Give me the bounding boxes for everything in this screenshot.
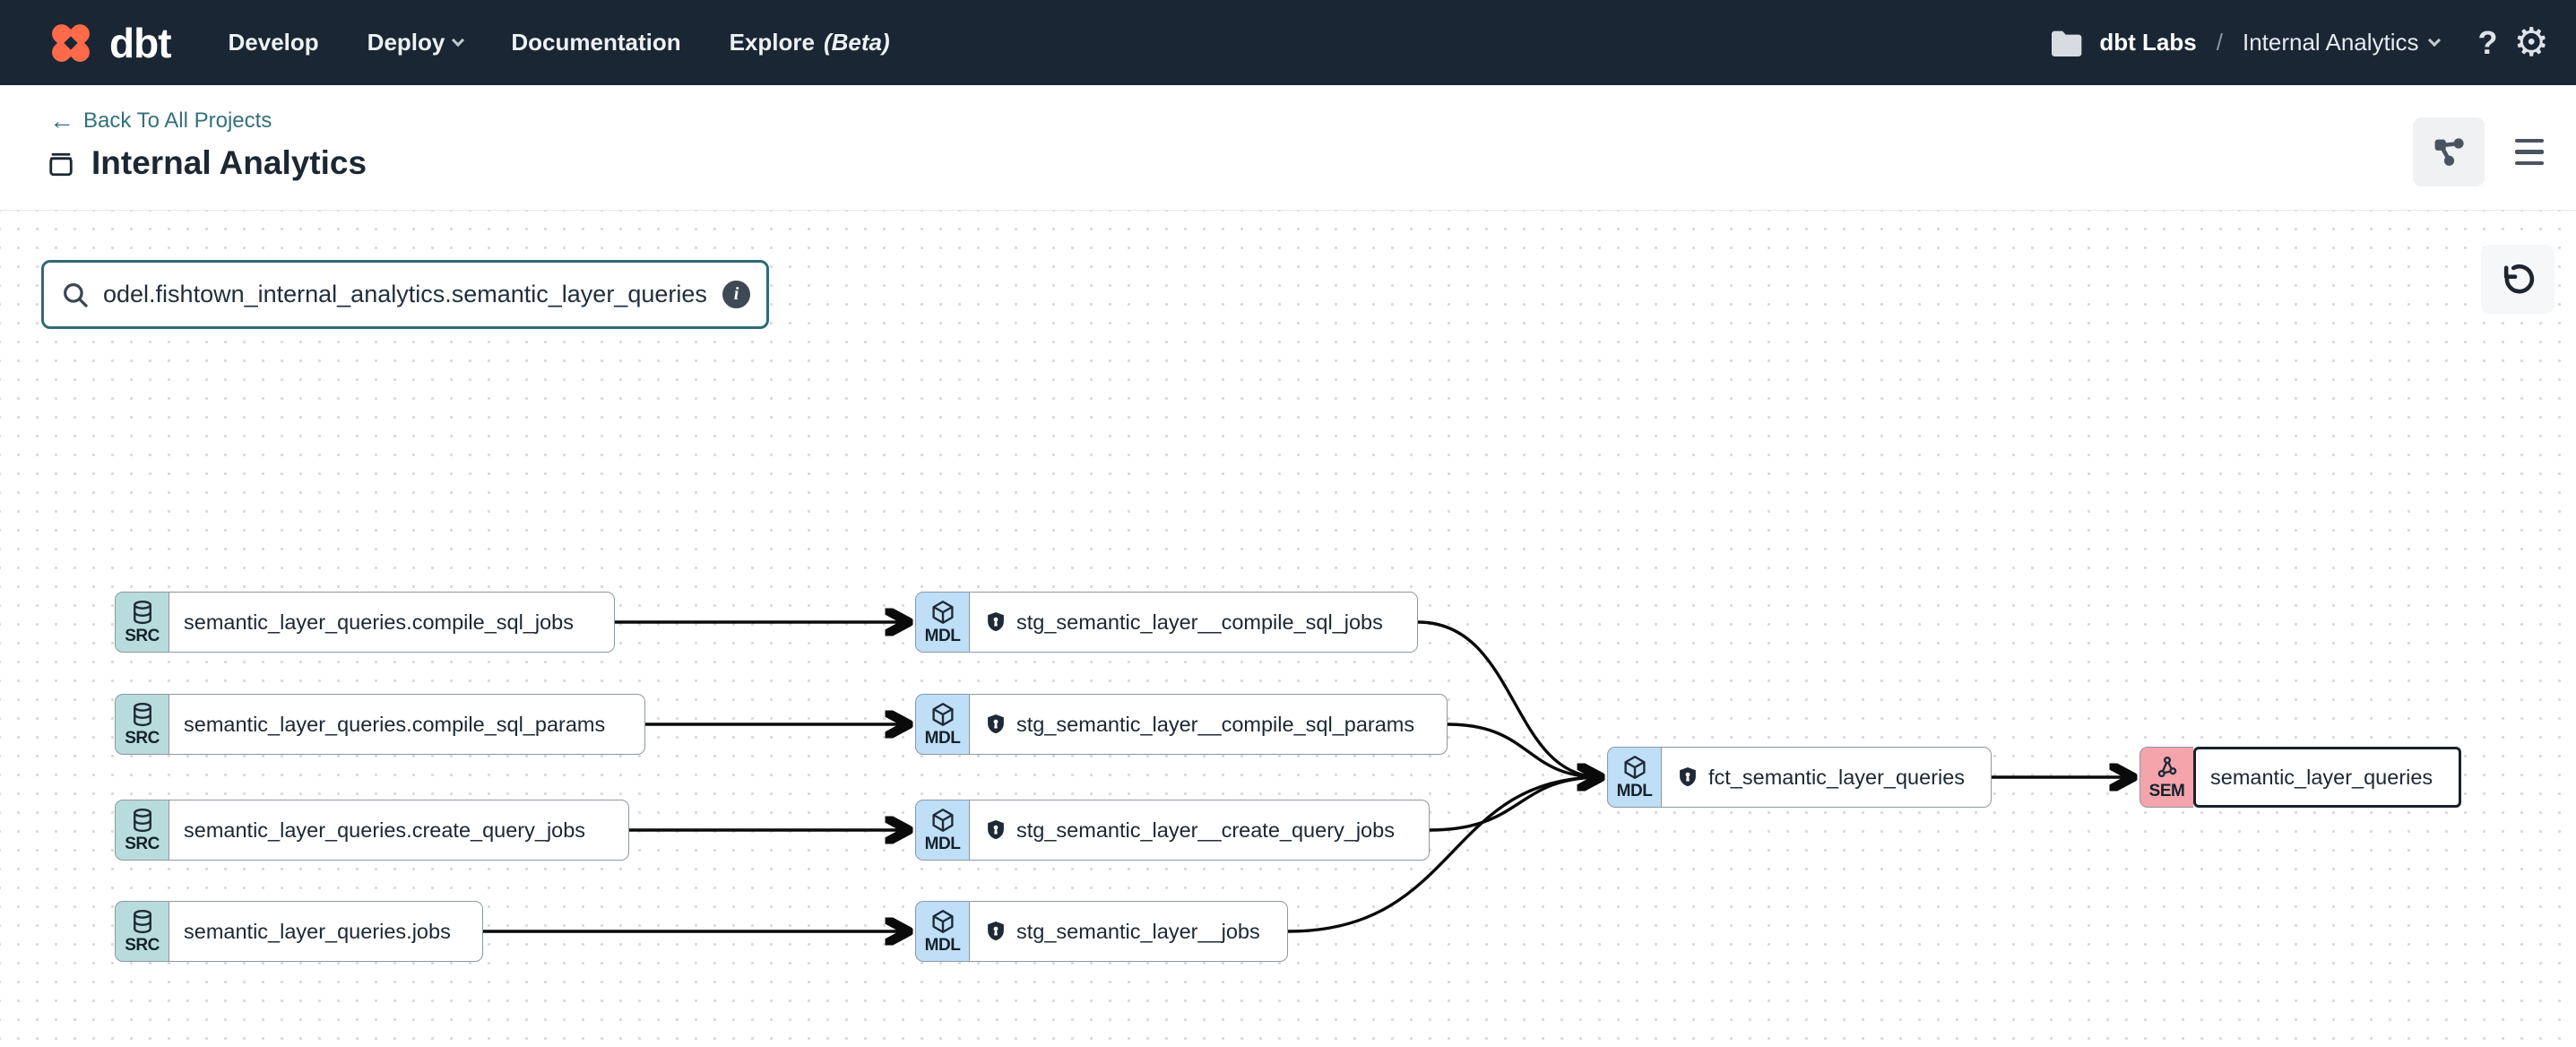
- node-mdl-stg-compile-sql-jobs[interactable]: MDL stg_semantic_layer__compile_sql_jobs: [915, 592, 1418, 653]
- node-type-label: SEM: [2148, 781, 2185, 800]
- page-header: ← Back To All Projects Internal Analytic…: [0, 85, 2576, 211]
- database-icon: [128, 599, 157, 626]
- menu-item-develop[interactable]: Develop: [228, 29, 319, 56]
- node-src-compile-sql-jobs[interactable]: SRC semantic_layer_queries.compile_sql_j…: [115, 592, 615, 653]
- lineage-icon: [2430, 134, 2468, 171]
- cube-icon: [929, 599, 957, 626]
- back-to-projects-link[interactable]: ← Back To All Projects: [49, 107, 272, 134]
- node-type-label: SRC: [125, 728, 160, 748]
- page-title: Internal Analytics: [91, 144, 367, 181]
- database-icon: [128, 908, 157, 935]
- menu-item-explore[interactable]: Explore (Beta): [729, 29, 890, 56]
- database-icon: [128, 807, 157, 834]
- undo-icon: [2498, 260, 2537, 299]
- node-type-label: MDL: [1616, 781, 1653, 800]
- shield-icon: [984, 610, 1007, 634]
- main-menu: Develop Deploy Documentation Explore (Be…: [229, 29, 890, 56]
- project-box-icon: [45, 147, 77, 179]
- node-mdl-stg-compile-sql-params[interactable]: MDL stg_semantic_layer__compile_sql_para…: [915, 694, 1448, 755]
- cube-icon: [929, 908, 957, 935]
- node-mdl-stg-jobs[interactable]: MDL stg_semantic_layer__jobs: [915, 901, 1288, 962]
- search-input-value[interactable]: odel.fishtown_internal_analytics.semanti…: [103, 281, 707, 307]
- node-name-label: semantic_layer_queries.compile_sql_param…: [184, 712, 606, 736]
- navbar-breadcrumb: dbt Labs / Internal Analytics ? ⚙: [2047, 20, 2549, 65]
- lineage-search-input[interactable]: odel.fishtown_internal_analytics.semanti…: [41, 260, 769, 329]
- node-name-label: semantic_layer_queries.jobs: [184, 919, 451, 943]
- node-type-label: MDL: [924, 626, 961, 645]
- node-name-label: stg_semantic_layer__compile_sql_jobs: [1016, 610, 1383, 634]
- menu-item-documentation[interactable]: Documentation: [511, 29, 681, 56]
- breadcrumb-separator: /: [2216, 29, 2223, 56]
- lineage-canvas[interactable]: odel.fishtown_internal_analytics.semanti…: [0, 211, 2576, 1047]
- shield-icon: [1676, 766, 1699, 789]
- shield-icon: [984, 920, 1007, 943]
- help-icon[interactable]: ?: [2477, 23, 2498, 61]
- node-type-label: MDL: [924, 834, 961, 853]
- gear-icon[interactable]: ⚙: [2513, 20, 2549, 65]
- folder-icon: [2047, 25, 2083, 61]
- arrow-left-icon: ←: [49, 107, 74, 134]
- dbt-logo-icon: [43, 15, 99, 71]
- breadcrumb-account[interactable]: dbt Labs: [2099, 29, 2197, 56]
- search-icon: [60, 280, 91, 310]
- node-name-label: semantic_layer_queries.compile_sql_jobs: [184, 610, 574, 634]
- dbt-logo[interactable]: dbt: [43, 15, 172, 71]
- dbt-logo-text: dbt: [109, 19, 172, 66]
- breadcrumb-project-dropdown[interactable]: Internal Analytics: [2243, 29, 2441, 56]
- cube-icon: [929, 807, 957, 834]
- node-src-jobs[interactable]: SRC semantic_layer_queries.jobs: [115, 901, 483, 962]
- chevron-down-icon: [2427, 33, 2441, 47]
- node-name-label: semantic_layer_queries.create_query_jobs: [184, 818, 586, 842]
- node-type-label: SRC: [125, 935, 160, 955]
- shield-icon: [984, 713, 1007, 736]
- node-name-label: fct_semantic_layer_queries: [1708, 765, 1966, 789]
- node-name-label: stg_semantic_layer__create_query_jobs: [1016, 818, 1395, 842]
- menu-hamburger-button[interactable]: [2510, 134, 2549, 171]
- cube-icon: [1621, 754, 1649, 781]
- info-icon[interactable]: i: [722, 281, 750, 308]
- node-src-create-query-jobs[interactable]: SRC semantic_layer_queries.create_query_…: [115, 800, 629, 861]
- node-name-label: semantic_layer_queries: [2210, 765, 2433, 789]
- node-sem-semantic-layer-queries[interactable]: SEM semantic_layer_queries: [2139, 747, 2461, 808]
- node-src-compile-sql-params[interactable]: SRC semantic_layer_queries.compile_sql_p…: [115, 694, 645, 755]
- node-type-label: SRC: [125, 834, 160, 853]
- node-type-label: MDL: [924, 728, 961, 748]
- node-mdl-fct-semantic-layer-queries[interactable]: MDL fct_semantic_layer_queries: [1607, 747, 1992, 808]
- node-mdl-stg-create-query-jobs[interactable]: MDL stg_semantic_layer__create_query_job…: [915, 800, 1430, 861]
- reset-view-button[interactable]: [2481, 245, 2554, 314]
- top-navbar: dbt Develop Deploy Documentation Explore…: [0, 0, 2576, 85]
- cube-icon: [929, 701, 957, 728]
- semantic-icon: [2153, 754, 2182, 781]
- menu-item-deploy[interactable]: Deploy: [367, 29, 465, 56]
- shield-icon: [984, 818, 1007, 842]
- database-icon: [128, 701, 157, 728]
- lineage-view-button[interactable]: [2413, 117, 2485, 186]
- chevron-down-icon: [452, 33, 465, 47]
- node-type-label: SRC: [125, 626, 160, 645]
- node-name-label: stg_semantic_layer__jobs: [1016, 919, 1260, 943]
- node-type-label: MDL: [924, 935, 961, 955]
- node-name-label: stg_semantic_layer__compile_sql_params: [1016, 712, 1415, 736]
